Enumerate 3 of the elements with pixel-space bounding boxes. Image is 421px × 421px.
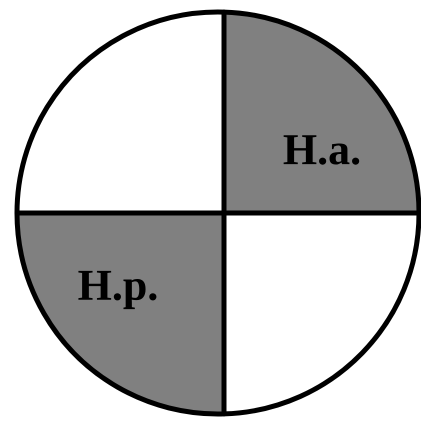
quadrant <box>222 210 421 416</box>
quadrant: H.p. <box>14 210 226 416</box>
quadrant: H.a. <box>222 10 421 216</box>
